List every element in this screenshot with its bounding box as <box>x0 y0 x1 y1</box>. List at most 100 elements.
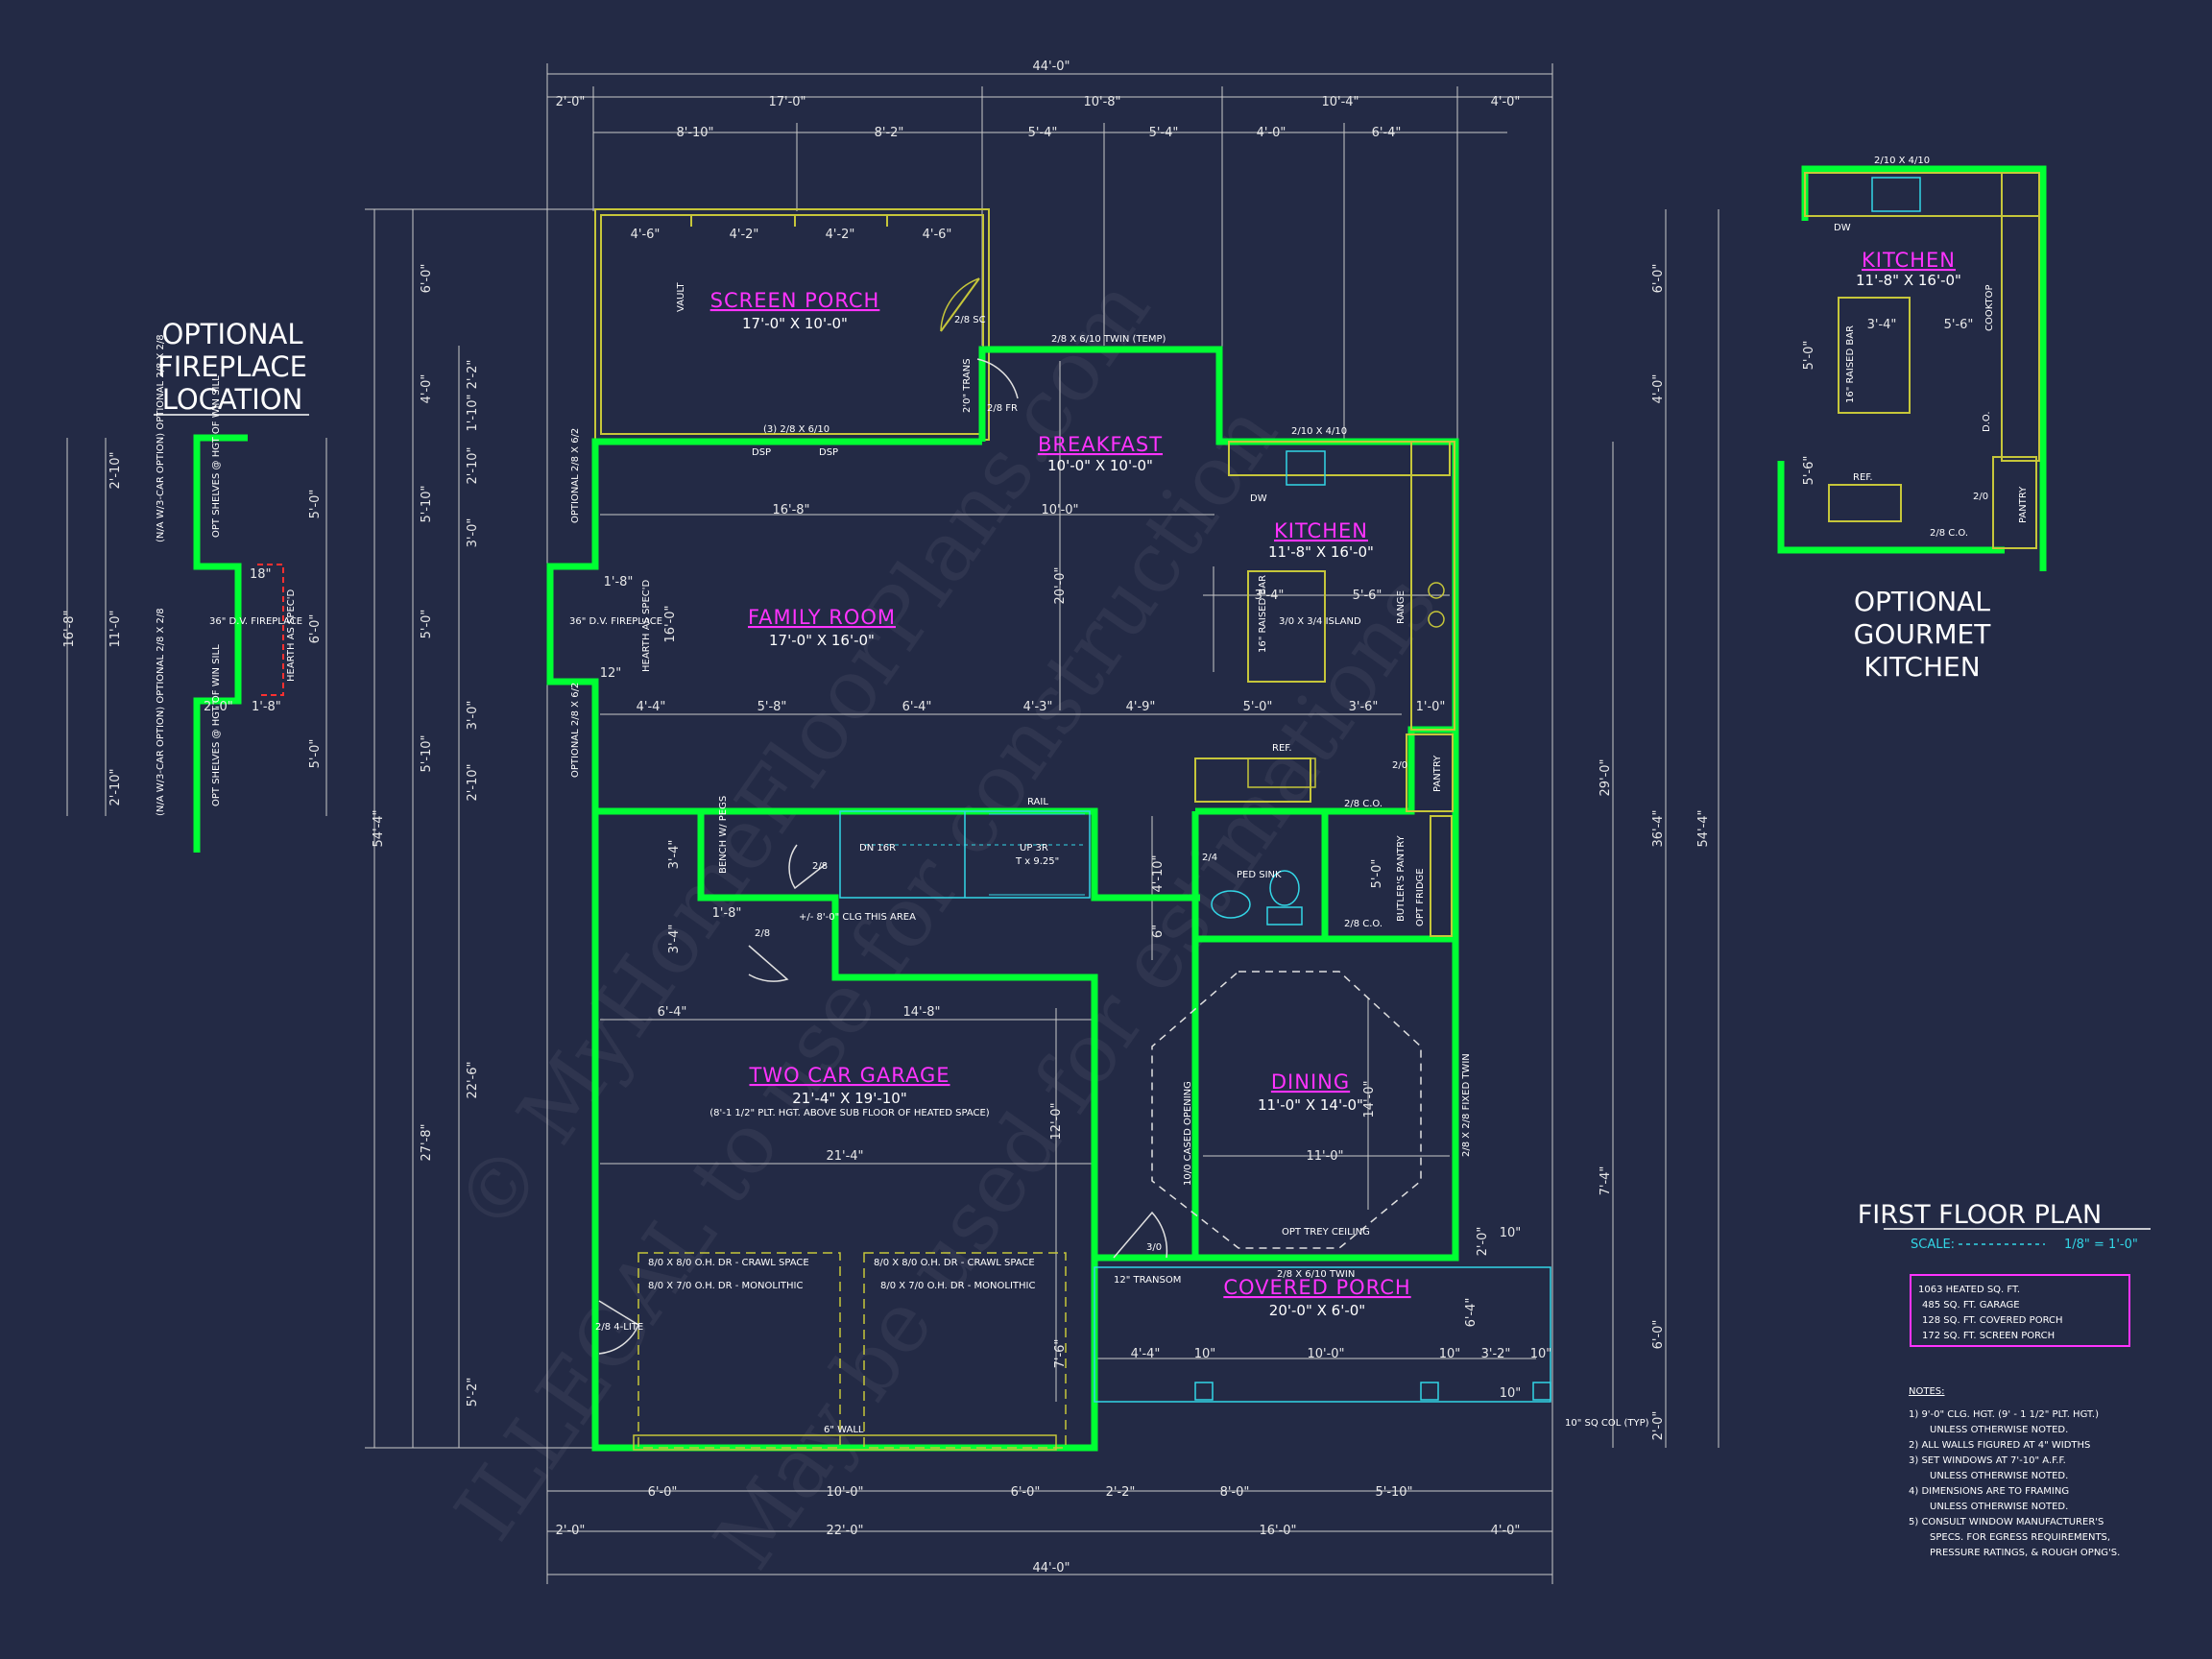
label: 36" D.V. FIREPLACE <box>569 616 662 627</box>
garage-size: 21'-4" X 19'-10" <box>792 1090 907 1107</box>
watermark: © MyHomeFloorPlans.com ILLEGAL to use fo… <box>437 262 1455 1586</box>
breakfast-size: 10'-0" X 10'-0" <box>1047 457 1153 474</box>
label: OPT TREY CEILING <box>1282 1227 1370 1238</box>
fp-label: (N/A W/3-CAR OPTION) OPTIONAL 2/8 X 2/8 <box>156 334 166 542</box>
label: 2/8 C.O. <box>1344 919 1382 929</box>
label: 2/8 4-LITE <box>595 1322 643 1333</box>
interior-dim-texts: 16'-8" 10'-0" 20'-0" 16'-0" 4'-4" 5'-8" … <box>600 503 1552 1401</box>
gk-label: 2/10 X 4/10 <box>1874 156 1930 166</box>
right-dimensions: 54'-4" 6'-0" 4'-0" 36'-4" 6'-0" 2'-0" 29… <box>1599 209 1719 1448</box>
dim: 6'-4" <box>902 700 932 714</box>
porch-dim: 4'-6" <box>923 228 952 242</box>
left-dim: 2'-10" <box>466 763 480 801</box>
fireplace-title-1: OPTIONAL <box>161 318 302 350</box>
right-dim: 7'-4" <box>1599 1166 1613 1196</box>
fp-dim: 16'-8" <box>62 610 77 647</box>
top-dim: 6'-4" <box>1372 126 1402 140</box>
label: 2/8 <box>812 861 828 872</box>
dim: 2'-0" <box>1476 1227 1490 1257</box>
top-dim: 8'-10" <box>676 126 713 140</box>
label: UP 3R <box>1020 843 1048 854</box>
label: OPT FRIDGE <box>1415 868 1426 926</box>
dim: 1'-8" <box>712 906 742 921</box>
dining-size: 11'-0" X 14'-0" <box>1258 1096 1363 1114</box>
fp-dim: 11'-0" <box>108 610 123 647</box>
family-room-title: FAMILY ROOM <box>748 606 896 629</box>
label: 2/10 X 4/10 <box>1291 426 1347 437</box>
label: 2/8 X 6/10 TWIN <box>1277 1269 1355 1280</box>
gk-label: PANTRY <box>2018 486 2029 523</box>
bottom-dim: 10'-0" <box>826 1485 863 1500</box>
screen-porch-size: 17'-0" X 10'-0" <box>742 315 848 332</box>
fp-dim: 2'-0" <box>204 700 233 714</box>
label: DW <box>1250 493 1267 504</box>
dim: 4'-9" <box>1126 700 1156 714</box>
bottom-total-dim: 44'-0" <box>1032 1561 1070 1575</box>
label: PANTRY <box>1432 755 1443 792</box>
dim: 7'-6" <box>1053 1339 1068 1369</box>
left-dim: 22'-6" <box>466 1061 480 1098</box>
label: 12" TRANSOM <box>1114 1275 1181 1286</box>
label: 3/0 <box>1146 1242 1162 1253</box>
left-dimensions: 54'-4" 6'-0" 4'-0" 5'-10" 5'-0" 5'-10" 2… <box>365 208 595 1449</box>
label: RAIL <box>1027 797 1048 807</box>
top-dim: 4'-0" <box>1257 126 1286 140</box>
dim: 21'-4" <box>826 1149 863 1164</box>
label: PED SINK <box>1237 870 1282 880</box>
label: (3) 2/8 X 6/10 <box>763 424 830 435</box>
label: 2/0 <box>1392 760 1407 771</box>
fp-dim: 5'-0" <box>308 739 323 769</box>
dim: 14'-8" <box>902 1005 940 1020</box>
gk-dim: 5'-0" <box>1802 341 1816 371</box>
right-dim: 4'-0" <box>1651 374 1666 404</box>
fp-dim: 6'-0" <box>308 614 323 644</box>
dim: 16'-0" <box>663 605 678 642</box>
dim: 4'-10" <box>1151 854 1166 892</box>
room-labels: BREAKFAST 10'-0" X 10'-0" KITCHEN 11'-8"… <box>709 433 1409 1319</box>
interior-dimension-lines <box>600 361 1536 1402</box>
bottom-dim: 16'-0" <box>1259 1524 1296 1538</box>
fp-dim: 18" <box>250 567 272 582</box>
note-line: 1) 9'-0" CLG. HGT. (9' - 1 1/2" PLT. HGT… <box>1909 1409 2099 1420</box>
left-dim: 4'-0" <box>420 374 434 404</box>
dim: 4'-4" <box>1131 1347 1161 1361</box>
fireplace-title-3: LOCATION <box>162 383 303 416</box>
dim: 6'-4" <box>1464 1298 1479 1328</box>
label: 10" SQ COL (TYP) <box>1565 1418 1649 1429</box>
left-dim: 5'-0" <box>420 610 434 639</box>
bottom-dim: 2'-0" <box>556 1524 586 1538</box>
note-line: PRESSURE RATINGS, & ROUGH OPNG'S. <box>1930 1548 2120 1558</box>
dim: 5'-0" <box>1370 859 1384 889</box>
bottom-dim: 6'-0" <box>648 1485 678 1500</box>
dim: 10'-0" <box>1041 503 1078 517</box>
top-dim: 8'-2" <box>875 126 904 140</box>
bottom-dim: 6'-0" <box>1011 1485 1041 1500</box>
label: OPTIONAL 2/8 X 6/2 <box>570 428 581 523</box>
label: DSP <box>819 447 838 458</box>
top-dim: 4'-0" <box>1491 95 1521 109</box>
dim: 10" <box>1439 1347 1461 1361</box>
dim: 1'-0" <box>1416 700 1446 714</box>
top-total-dim: 44'-0" <box>1032 60 1070 74</box>
label: OPTIONAL 2/8 X 6/2 <box>570 683 581 778</box>
label: T x 9.25" <box>1015 856 1059 867</box>
left-total-dim: 54'-4" <box>372 809 386 847</box>
label: 8/0 X 7/0 O.H. DR - MONOLITHIC <box>648 1281 803 1291</box>
note-line: 2) ALL WALLS FIGURED AT 4" WIDTHS <box>1909 1440 2090 1451</box>
covered-porch-size: 20'-0" X 6'-0" <box>1269 1302 1365 1319</box>
right-dim: 2'-0" <box>1651 1411 1666 1441</box>
gk-label: COOKTOP <box>1984 284 1995 331</box>
label: 2/4 <box>1202 853 1217 863</box>
plan-annotations: 2/8 X 6/10 TWIN (TEMP) 2/8 FR (3) 2/8 X … <box>569 334 1649 1435</box>
label: 2/8 X 2/8 FIXED TWIN <box>1461 1053 1472 1157</box>
kitchen-size: 11'-8" X 16'-0" <box>1268 543 1374 561</box>
left-dim: 1'-10" <box>466 394 480 431</box>
label: DN 16R <box>859 843 896 854</box>
bottom-dim: 8'-0" <box>1220 1485 1250 1500</box>
door-label: 2/8 SC <box>954 315 986 325</box>
bottom-dim: 4'-0" <box>1491 1524 1521 1538</box>
note-line: 5) CONSULT WINDOW MANUFACTURER'S <box>1909 1517 2104 1527</box>
note-line: 4) DIMENSIONS ARE TO FRAMING <box>1909 1486 2069 1497</box>
left-dim: 2'-10" <box>466 446 480 484</box>
